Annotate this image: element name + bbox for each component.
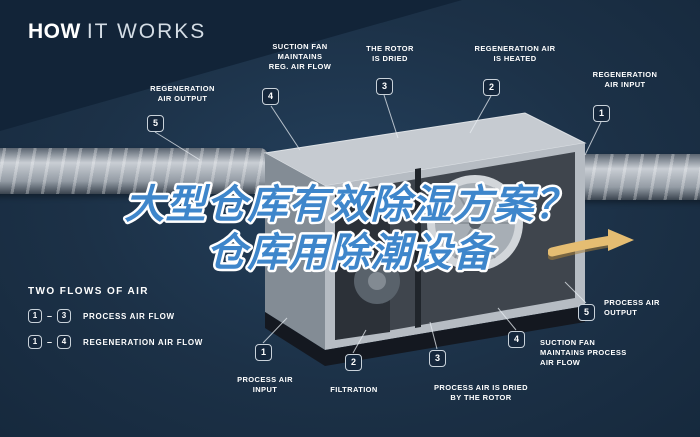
label-process-air-input: PROCESS AIR INPUT [237, 375, 293, 395]
air-output-arrow [548, 229, 634, 260]
label-regeneration-air-input: REGENERATION AIR INPUT [592, 70, 658, 90]
badge-process-air-dried: 3 [429, 350, 446, 367]
headline-line-2: 仓库用除潮设备 [207, 230, 498, 276]
legend-badge-from: 1 [28, 309, 42, 323]
label-filtration: FILTRATION [330, 385, 378, 394]
machine-base [265, 306, 585, 366]
machine-left-face [265, 153, 325, 350]
label-regeneration-air-output: REGENERATION AIR OUTPUT [150, 84, 215, 104]
badge-process-air-input: 1 [255, 344, 272, 361]
title-word-it-works: IT WORKS [86, 20, 207, 43]
legend-badge-to: 3 [57, 309, 72, 323]
label-process-air-output: PROCESS AIR OUTPUT [604, 298, 660, 318]
badge-regeneration-air-output: 5 [147, 115, 164, 132]
badge-filtration: 2 [345, 354, 362, 371]
duct-left [0, 148, 268, 194]
badge-rotor-is-dried: 3 [376, 78, 393, 95]
legend-badge-to: 4 [57, 335, 72, 349]
legend-two-flows: TWO FLOWS OF AIR 1 – 3 PROCESS AIR FLOW … [28, 286, 203, 349]
badge-regeneration-air-input: 1 [593, 105, 610, 122]
label-process-air-dried: PROCESS AIR IS DRIED BY THE ROTOR [434, 383, 528, 403]
legend-row-process: 1 – 3 PROCESS AIR FLOW [28, 309, 203, 323]
legend-row-regeneration: 1 – 4 REGENERATION AIR FLOW [28, 335, 203, 349]
dehumidifier-illustration [263, 112, 587, 366]
label-suction-fan-process: SUCTION FAN MAINTAINS PROCESS AIR FLOW [540, 338, 627, 368]
fan-hub [368, 272, 386, 290]
arrow-head [608, 229, 634, 251]
legend-badge-from: 1 [28, 335, 42, 349]
legend-dash: – [47, 311, 53, 321]
badge-regeneration-air-heated: 2 [483, 79, 500, 96]
badge-suction-fan-reg: 4 [262, 88, 279, 105]
arrow-body [548, 235, 617, 257]
badge-process-air-output: 5 [578, 304, 595, 321]
badge-suction-fan-process: 4 [508, 331, 525, 348]
label-suction-fan-reg: SUCTION FAN MAINTAINS REG. AIR FLOW [268, 42, 332, 72]
legend-label-process: PROCESS AIR FLOW [83, 311, 175, 321]
title-word-how: HOW [28, 20, 81, 43]
legend-label-regeneration: REGENERATION AIR FLOW [83, 337, 204, 347]
label-regeneration-air-heated: REGENERATION AIR IS HEATED [474, 44, 556, 64]
legend-dash: – [47, 337, 53, 347]
duct-right [565, 154, 700, 200]
headline-overlay: 大型仓库有效除湿方案？ 仓库用除潮设备 [122, 180, 577, 279]
rotor-hub [469, 217, 481, 229]
headline-line-1: 大型仓库有效除湿方案？ [125, 182, 576, 228]
legend-title: TWO FLOWS OF AIR [28, 286, 149, 297]
machine-divider [415, 168, 421, 328]
label-rotor-is-dried: THE ROTOR IS DRIED [366, 44, 414, 64]
